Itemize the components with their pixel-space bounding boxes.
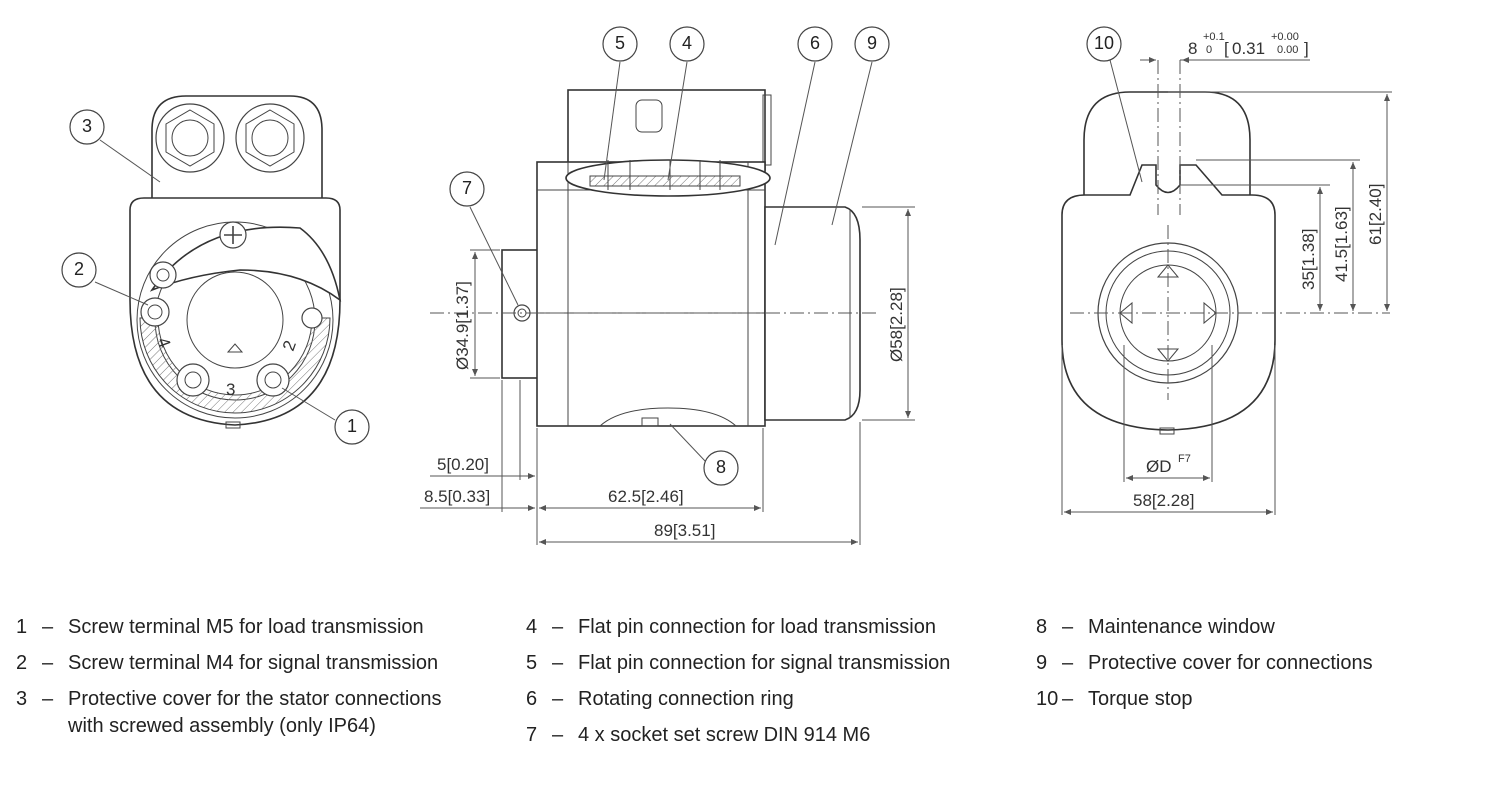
legend-column-1: 1 – Screw terminal M5 for load transmiss… bbox=[16, 614, 488, 749]
svg-text:1: 1 bbox=[347, 416, 357, 436]
bracket-close: ] bbox=[1304, 39, 1309, 58]
cable-gland-right bbox=[235, 103, 305, 173]
main-body bbox=[536, 161, 766, 427]
legend-item-6: 6 – Rotating connection ring bbox=[526, 688, 794, 710]
svg-text:3: 3 bbox=[82, 116, 92, 136]
legend-item-9: 9 – Protective cover for connections bbox=[1036, 652, 1373, 674]
svg-text:7: 7 bbox=[462, 178, 472, 198]
terminal-m5 bbox=[256, 363, 290, 397]
svg-text:9: 9 bbox=[867, 33, 877, 53]
technical-drawing: 4 3 2 3 2 1 bbox=[61, 26, 1392, 545]
dim-bore: ØD bbox=[1146, 457, 1172, 476]
dim-62-5: 62.5[2.46] bbox=[608, 487, 684, 506]
svg-text:6: 6 bbox=[810, 33, 820, 53]
callout-9: 9 bbox=[854, 26, 890, 62]
dim-slot-inch: 0.31 bbox=[1232, 39, 1265, 58]
gland-hex-right bbox=[245, 109, 295, 167]
legend-item-10: 10 – Torque stop bbox=[1036, 688, 1193, 710]
callout-3: 3 bbox=[69, 109, 105, 145]
callout-2: 2 bbox=[61, 252, 97, 288]
callout-7: 7 bbox=[449, 171, 485, 207]
legend: 1 – Screw terminal M5 for load transmiss… bbox=[0, 600, 1500, 800]
callout-5: 5 bbox=[602, 26, 638, 62]
svg-text:2: 2 bbox=[74, 259, 84, 279]
legend-item-7: 7 – 4 x socket set screw DIN 914 M6 bbox=[526, 724, 871, 746]
bracket-open: [ bbox=[1224, 39, 1229, 58]
dim-slot-inch-lower: 0.00 bbox=[1277, 44, 1298, 56]
dim-8-5: 8.5[0.33] bbox=[424, 487, 490, 506]
dim-height-61: 61[2.40] bbox=[1366, 184, 1385, 245]
gland-hex-left bbox=[165, 109, 215, 167]
dim-width-58: 58[2.28] bbox=[1133, 491, 1194, 510]
dim-slot-tol-upper: +0.1 bbox=[1203, 31, 1225, 43]
dim-bore-fit: F7 bbox=[1178, 453, 1191, 465]
dim-diameter-58: Ø58[2.28] bbox=[887, 287, 906, 362]
legend-item-3: 3 – Protective cover for the stator conn… bbox=[16, 688, 442, 737]
svg-text:8: 8 bbox=[716, 457, 726, 477]
dim-diameter-34-9: Ø34.9[1.37] bbox=[453, 281, 472, 370]
legend-item-8: 8 – Maintenance window bbox=[1036, 616, 1275, 638]
dim-height-35: 35[1.38] bbox=[1299, 229, 1318, 290]
callout-1: 1 bbox=[334, 409, 370, 445]
dim-5: 5[0.20] bbox=[437, 455, 489, 474]
legend-item-4: 4 – Flat pin connection for load transmi… bbox=[526, 616, 936, 638]
svg-text:10: 10 bbox=[1094, 33, 1114, 53]
torque-bracket bbox=[1083, 91, 1251, 205]
legend-column-2: 4 – Flat pin connection for load transmi… bbox=[526, 614, 998, 758]
callout-8: 8 bbox=[703, 450, 739, 486]
callout-6: 6 bbox=[797, 26, 833, 62]
dim-89: 89[3.51] bbox=[654, 521, 715, 540]
dim-height-41-5: 41.5[1.63] bbox=[1332, 206, 1351, 282]
svg-text:5: 5 bbox=[615, 33, 625, 53]
cable-gland-left bbox=[155, 103, 225, 173]
dim-slot-width: 8 bbox=[1188, 39, 1197, 58]
dim-slot-tol-lower: 0 bbox=[1206, 44, 1212, 56]
left-view: 4 3 2 3 2 1 bbox=[61, 95, 370, 445]
legend-item-5: 5 – Flat pin connection for signal trans… bbox=[526, 652, 951, 674]
terminal-m4 bbox=[140, 297, 170, 327]
legend-item-2: 2 – Screw terminal M4 for signal transmi… bbox=[16, 652, 439, 674]
middle-view: 5 4 6 9 7 8 Ø34.9[1.37] Ø58[2.28] 5[0.20… bbox=[420, 26, 915, 545]
terminal-mark-3: 3 bbox=[226, 380, 235, 399]
top-housing bbox=[567, 89, 766, 171]
callout-10: 10 bbox=[1086, 26, 1122, 62]
terminal-3 bbox=[176, 363, 210, 397]
dim-slot-inch-upper: +0.00 bbox=[1271, 31, 1299, 43]
legend-column-3: 8 – Maintenance window 9 – Protective co… bbox=[1036, 614, 1488, 722]
right-cover bbox=[764, 206, 861, 421]
svg-text:4: 4 bbox=[682, 33, 692, 53]
right-view: 8 +0.1 0 [ 0.31 +0.00 0.00 ] 35[1.38] 41… bbox=[1061, 26, 1392, 515]
legend-item-1: 1 – Screw terminal M5 for load transmiss… bbox=[16, 616, 424, 638]
callout-4: 4 bbox=[669, 26, 705, 62]
